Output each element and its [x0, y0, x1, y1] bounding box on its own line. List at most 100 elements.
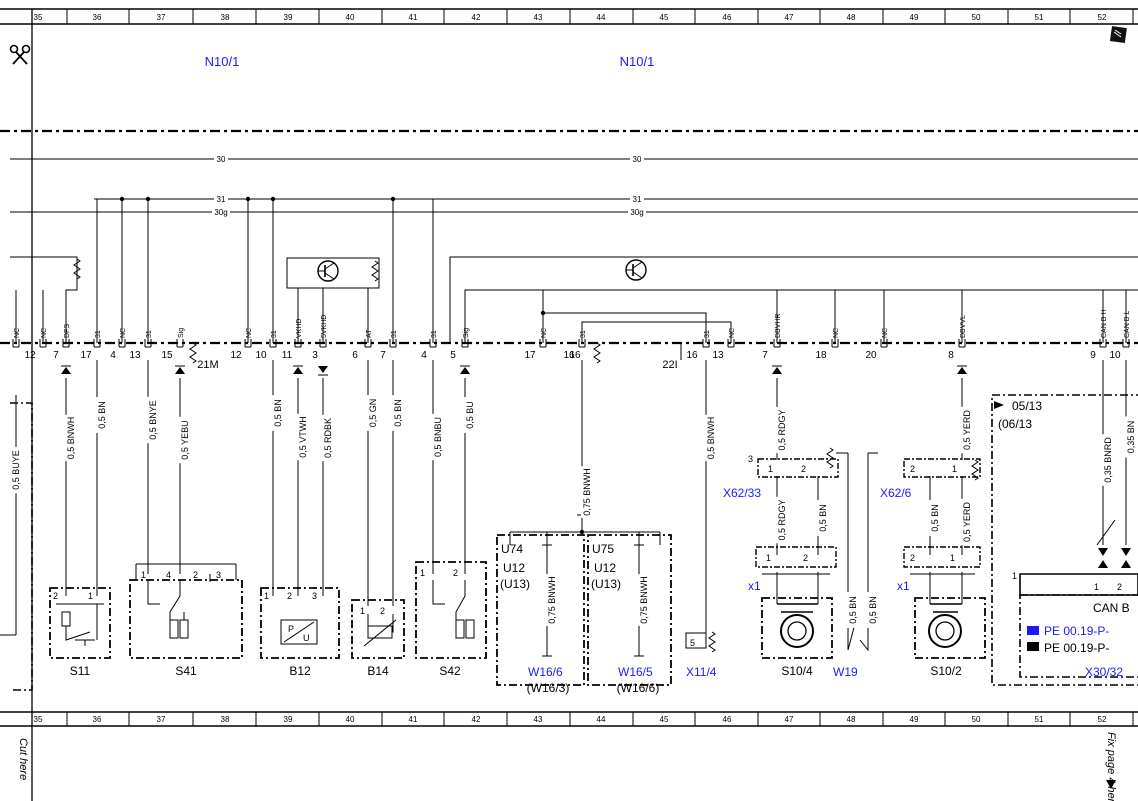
pin-function-label: NC — [14, 328, 21, 338]
component-label-can: CAN B — [1093, 601, 1130, 615]
small-pin-number: 5 — [690, 638, 695, 648]
transistor-icon — [625, 259, 647, 281]
fix-page-label: Fix page 4 here — [1105, 732, 1117, 801]
grid-number: 39 — [284, 715, 293, 724]
pin-function-label: DBVVL — [960, 315, 967, 338]
link-x1[interactable]: x1 — [748, 579, 761, 593]
link-w16-6[interactable]: W16/6 — [528, 665, 563, 679]
arrow-up-icon — [174, 365, 186, 375]
pin-number: 20 — [865, 350, 877, 361]
grid-number: 45 — [660, 13, 669, 22]
link-x62-33[interactable]: X62/33 — [723, 486, 761, 500]
grid-number: 40 — [346, 715, 355, 724]
arrow-up-icon — [60, 365, 72, 375]
wire-label: 0,5 YERD — [962, 410, 972, 450]
component-s10-4[interactable] — [761, 597, 833, 659]
component-s41[interactable] — [129, 563, 243, 659]
connector-x1-right[interactable] — [903, 546, 981, 575]
wire-label: 0,5 YERD — [962, 502, 972, 542]
link-w19[interactable]: W19 — [833, 665, 858, 679]
component-label-u12: U12 — [594, 561, 616, 575]
page-corner-icon — [1109, 26, 1127, 44]
component-x11-4[interactable] — [685, 631, 716, 653]
component-s11[interactable] — [49, 587, 111, 659]
grid-number: 42 — [472, 13, 481, 22]
control-unit-label-right[interactable]: N10/1 — [620, 54, 655, 69]
grid-number: 52 — [1098, 13, 1107, 22]
small-pin-number: 2 — [910, 464, 915, 474]
rail-labels: 30 30 31 31 30g 30g — [212, 155, 646, 217]
link-w16-5[interactable]: W16/5 — [618, 665, 653, 679]
small-pin-number: 2 — [910, 553, 915, 563]
pe-link-icons — [1027, 626, 1039, 651]
component-b12[interactable]: PU — [260, 587, 340, 659]
control-unit-label-left[interactable]: N10/1 — [205, 54, 240, 69]
link-x1[interactable]: x1 — [897, 579, 910, 593]
component-label-s41: S41 — [175, 664, 197, 678]
pin-number: 5 — [450, 350, 456, 361]
pin-number: 16 — [569, 350, 581, 361]
small-pin-number: 1 — [1094, 582, 1099, 592]
small-pin-number: 2 — [193, 570, 198, 580]
rail-30-label-right: 30 — [633, 155, 642, 164]
connector-x1-left[interactable] — [755, 546, 837, 575]
pin-number: 13 — [129, 350, 141, 361]
rail-30g-label-right: 30g — [630, 208, 643, 217]
power-rails — [10, 158, 1138, 213]
internal-wiring — [10, 199, 1138, 343]
wire-label: 0,5 RDGY — [777, 409, 787, 450]
component-label-u12: U12 — [503, 561, 525, 575]
pin-number: 4 — [110, 350, 116, 361]
link-x30[interactable]: X30/32 — [1085, 665, 1123, 679]
pin-function-label: 31 — [95, 330, 102, 338]
pe-reference[interactable]: PE 00.19-P- — [1044, 641, 1109, 655]
small-pin-number: 1 — [768, 464, 773, 474]
component-label-s42: S42 — [439, 664, 461, 678]
component-label-u74: U74 — [501, 542, 523, 556]
pin-number: 12 — [24, 350, 36, 361]
small-pin-number: 1 — [952, 464, 957, 474]
small-pin-number: 2 — [1117, 582, 1122, 592]
grid-number: 47 — [785, 13, 794, 22]
wire-label: 0,5 RDBK — [323, 418, 333, 458]
grid-number: 50 — [972, 715, 981, 724]
link-x11-4[interactable]: X11/4 — [686, 665, 717, 679]
pin-function-label: 31 — [431, 330, 438, 338]
pin-function-label: DFS — [64, 324, 71, 338]
pin-function-label: 31 — [580, 330, 587, 338]
small-pin-number: 3 — [216, 570, 221, 580]
pin-function-label: CAN B H — [1101, 310, 1108, 338]
connector-x62-33[interactable] — [757, 447, 839, 478]
wire-label: 0,5 VTWH — [298, 416, 308, 458]
wire-label: 0,5 BN — [848, 596, 858, 624]
link-x62-6[interactable]: X62/6 — [880, 486, 912, 500]
pe-reference[interactable]: PE 00.19-P- — [1044, 624, 1109, 638]
pin-number: 6 — [352, 350, 358, 361]
grid-number: 46 — [723, 13, 732, 22]
wire-label: 0,5 BNWH — [66, 417, 76, 460]
arrow-up-icon — [459, 365, 471, 375]
small-pin-number: 2 — [380, 606, 385, 616]
component-b14[interactable] — [351, 599, 405, 659]
component-u74[interactable] — [496, 534, 585, 686]
component-s42[interactable] — [415, 561, 487, 659]
grid-number: 47 — [785, 715, 794, 724]
wire-label: 0,75 BNWH — [547, 576, 557, 624]
pin-number: 16 — [563, 350, 575, 361]
component-s10-2[interactable] — [914, 597, 986, 659]
grid-number: 41 — [409, 715, 418, 724]
can-region-box[interactable] — [991, 394, 1138, 686]
pin-number: 10 — [255, 350, 267, 361]
grid-number: 36 — [93, 715, 102, 724]
small-pin-number: 1 — [950, 553, 955, 563]
grid-number: 35 — [34, 13, 43, 22]
component-u75[interactable] — [587, 534, 672, 686]
pin-function-label: DBVHR — [775, 313, 782, 338]
wire-label: 0,75 BNWH — [582, 468, 592, 516]
connector-x62-6[interactable] — [903, 458, 981, 481]
pin-number: 4 — [421, 350, 427, 361]
grid-number: 45 — [660, 715, 669, 724]
